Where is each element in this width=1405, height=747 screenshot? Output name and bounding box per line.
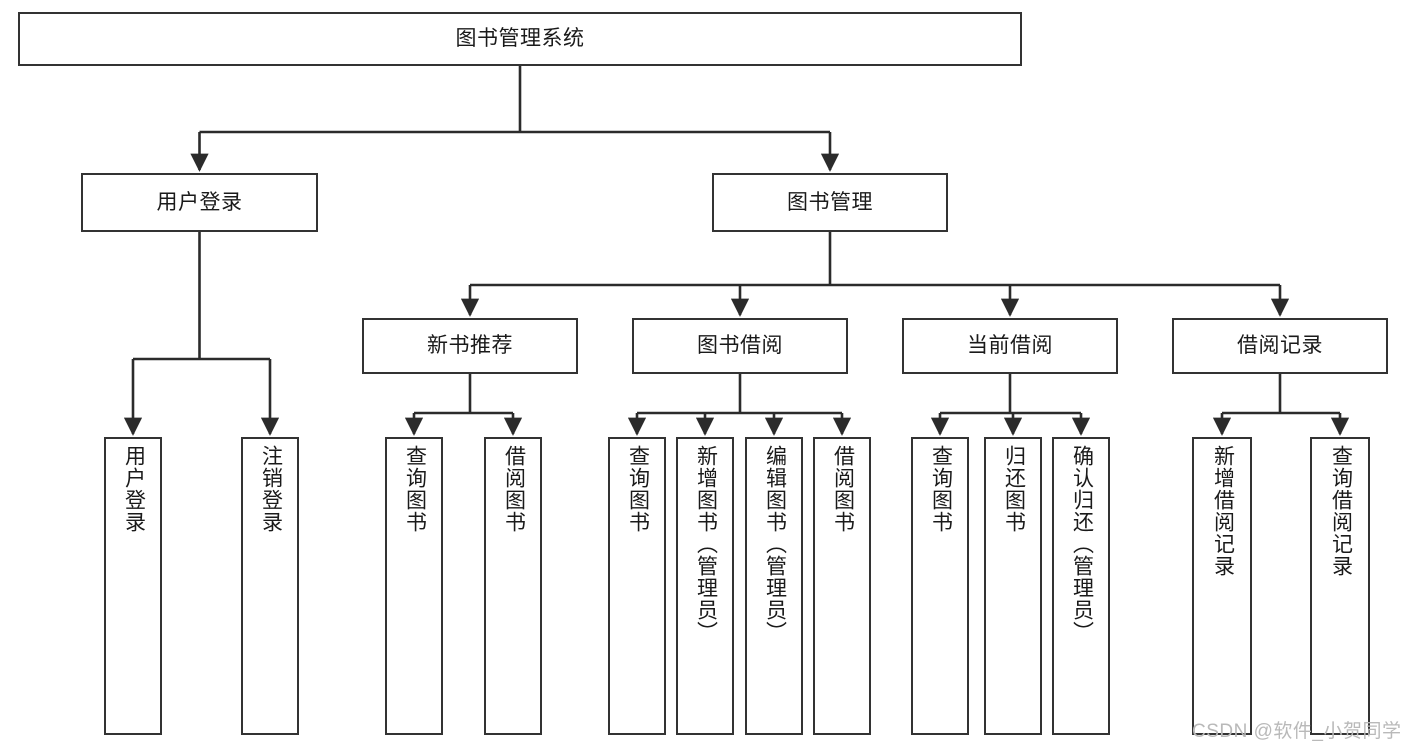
node-label: 图书管理系统 [455, 27, 585, 51]
node-leaf-confirm-return: 确认归还（管理员） [1052, 437, 1110, 735]
node-login: 用户登录 [81, 173, 318, 232]
node-label: 当前借阅 [967, 334, 1053, 358]
node-borrow: 图书借阅 [632, 318, 848, 374]
node-leaf-user-logout: 注销登录 [241, 437, 299, 735]
node-label: 用户登录 [156, 190, 243, 214]
node-newbook: 新书推荐 [362, 318, 578, 374]
csdn-watermark: CSDN @软件_小贺同学 [1192, 721, 1402, 742]
node-leaf-add-record: 新增借阅记录 [1192, 437, 1252, 735]
node-leaf-query-book-1: 查询图书 [385, 437, 443, 735]
node-label: 查询图书 [403, 445, 427, 533]
node-label: 归还图书 [1002, 445, 1026, 533]
node-label: 新增图书（管理员） [694, 445, 718, 643]
node-label: 图书借阅 [697, 334, 783, 358]
node-label: 查询图书 [626, 445, 650, 533]
node-label: 查询借阅记录 [1329, 445, 1353, 577]
node-label: 编辑图书（管理员） [763, 445, 787, 643]
node-label: 借阅记录 [1237, 334, 1323, 358]
node-leaf-query-record: 查询借阅记录 [1310, 437, 1370, 735]
node-leaf-query-book-3: 查询图书 [911, 437, 969, 735]
node-leaf-add-book: 新增图书（管理员） [676, 437, 734, 735]
node-leaf-borrow-book-1: 借阅图书 [484, 437, 542, 735]
node-label: 确认归还（管理员） [1070, 445, 1094, 643]
node-label: 注销登录 [259, 445, 283, 533]
node-leaf-edit-book: 编辑图书（管理员） [745, 437, 803, 735]
node-leaf-user-login: 用户登录 [104, 437, 162, 735]
node-current: 当前借阅 [902, 318, 1118, 374]
node-label: 用户登录 [122, 445, 146, 533]
node-label: 新书推荐 [427, 334, 513, 358]
node-label: 新增借阅记录 [1211, 445, 1235, 577]
node-label: 借阅图书 [831, 445, 855, 533]
node-leaf-return-book: 归还图书 [984, 437, 1042, 735]
node-records: 借阅记录 [1172, 318, 1388, 374]
node-bookmgmt: 图书管理 [712, 173, 948, 232]
node-label: 查询图书 [929, 445, 953, 533]
node-label: 图书管理 [787, 190, 873, 214]
node-root: 图书管理系统 [18, 12, 1022, 66]
node-leaf-borrow-book-2: 借阅图书 [813, 437, 871, 735]
node-label: 借阅图书 [502, 445, 526, 533]
node-leaf-query-book-2: 查询图书 [608, 437, 666, 735]
